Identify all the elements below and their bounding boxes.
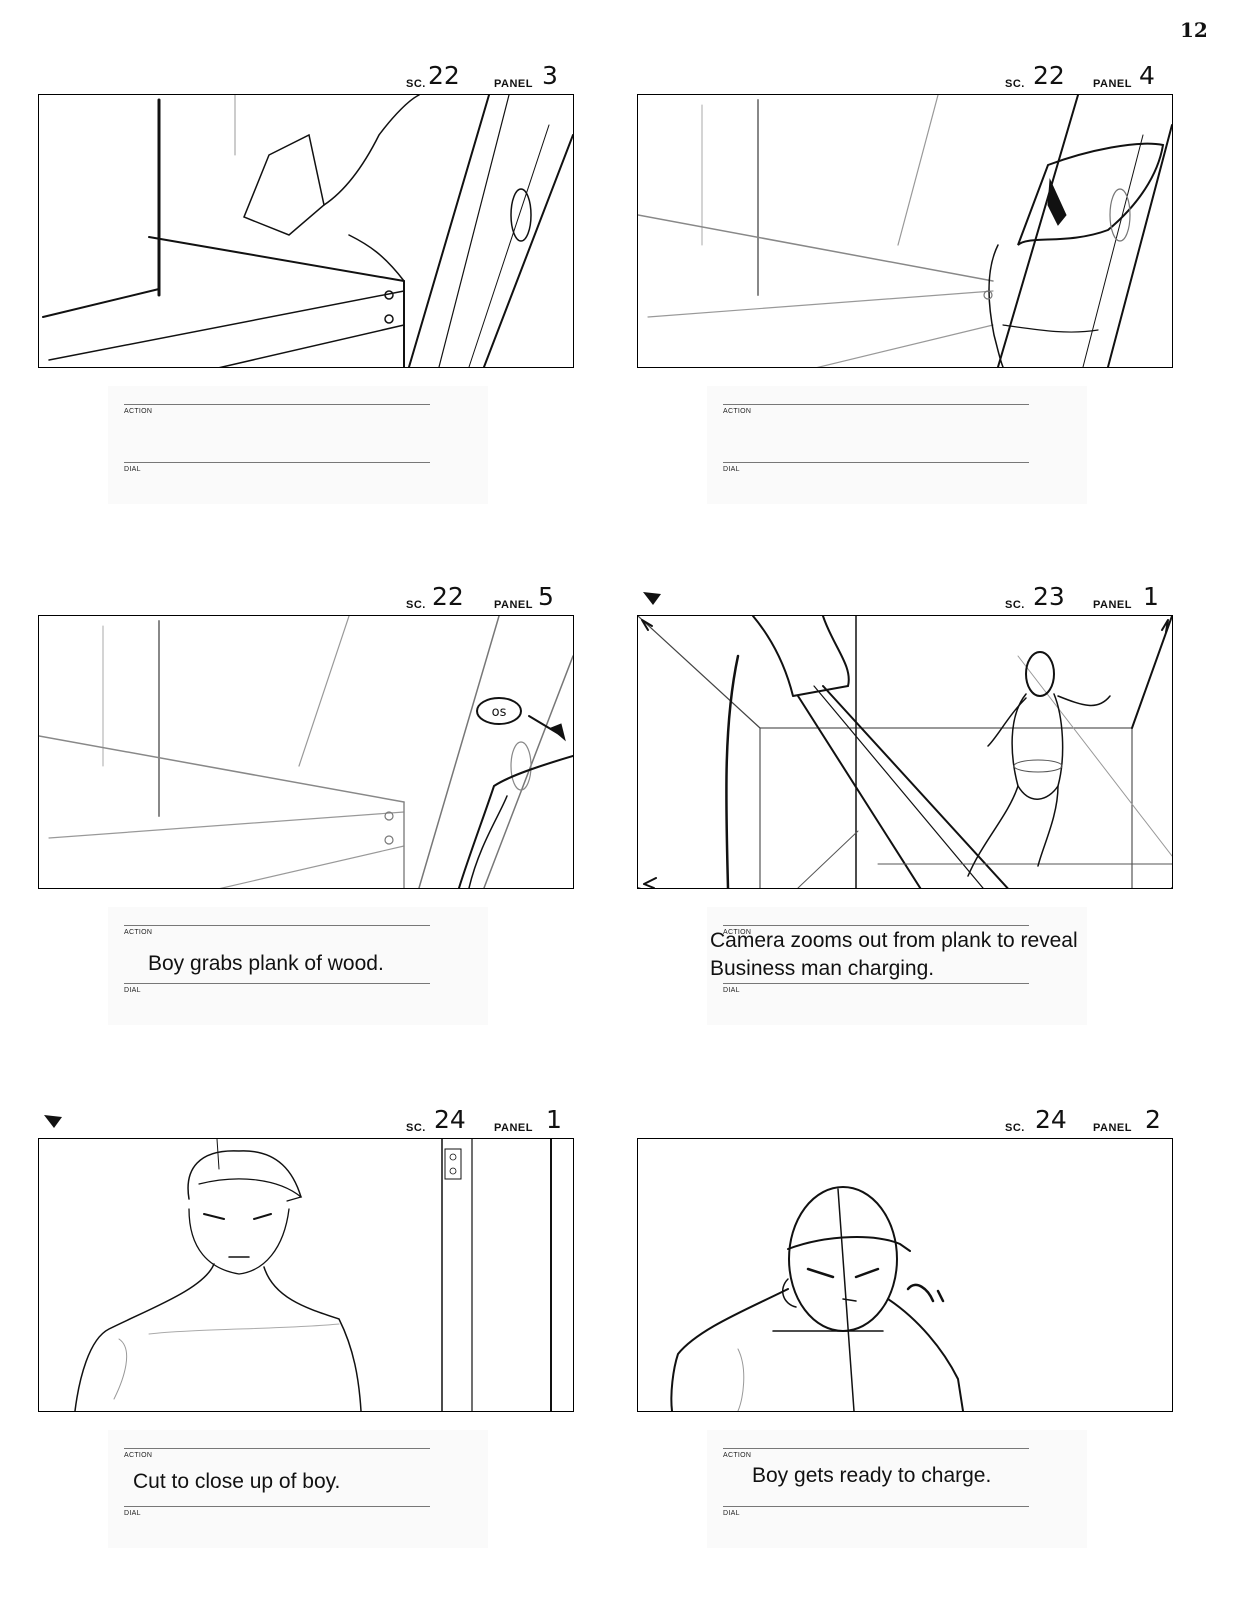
panel-number: 2 [1145,1105,1161,1134]
dialogue-line [124,462,430,463]
camera-marker-icon [44,1115,62,1128]
notes-area: ACTION DIAL [108,386,488,504]
action-text: Boy grabs plank of wood. [148,952,384,975]
action-line [124,1448,430,1449]
dialogue-label: DIAL [124,466,141,473]
scene-label: SC. [406,78,426,90]
scene-label: SC. [406,599,426,611]
dialogue-line [723,983,1029,984]
scene-number: 22 [1033,61,1065,90]
sketch-drawing: os [39,616,573,888]
panel-label: PANEL [494,1122,533,1134]
sketch-drawing [638,95,1172,367]
sketch-frame [637,1138,1173,1412]
panel-label: PANEL [1093,78,1132,90]
dialogue-line [124,983,430,984]
sketch-frame: os [38,615,574,889]
camera-marker-icon [643,592,661,605]
sketch-frame [38,94,574,368]
panel-header: SC. 24 PANEL 2 [637,1105,1173,1138]
sketch-drawing [638,616,1172,888]
scene-label: SC. [1005,599,1025,611]
notes-area: ACTION DIAL [707,386,1087,504]
action-label: ACTION [723,1452,752,1459]
scene-label: SC. [406,1122,426,1134]
panel-number: 3 [542,61,558,90]
panel-header: SC. 24 PANEL 1 [38,1105,574,1138]
scene-number: 24 [434,1105,466,1134]
panel-label: PANEL [1093,599,1132,611]
action-line [124,404,430,405]
panel-header: SC. 23 PANEL 1 [637,582,1173,615]
dialogue-label: DIAL [723,1510,740,1517]
panel-number: 5 [538,582,554,611]
scene-number: 22 [432,582,464,611]
scene-label: SC. [1005,1122,1025,1134]
action-label: ACTION [124,929,153,936]
action-text: Cut to close up of boy. [133,1470,341,1493]
notes-area: ACTION Cut to close up of boy. DIAL [108,1430,488,1548]
action-label: ACTION [723,408,752,415]
dialogue-line [124,1506,430,1507]
panel-number: 1 [1143,582,1159,611]
dialogue-line [723,1506,1029,1507]
offscreen-annotation: os [492,705,507,720]
panel-header: SC. 22 PANEL 4 [637,61,1173,94]
notes-area: ACTION Boy gets ready to charge. DIAL [707,1430,1087,1548]
panel-number: 1 [546,1105,562,1134]
sketch-frame [637,615,1173,889]
action-text-line-1: Camera zooms out from plank to reveal [710,929,1078,952]
dialogue-line [723,462,1029,463]
action-line [723,1448,1029,1449]
page-number: 12 [1180,18,1208,42]
scene-number: 24 [1035,1105,1067,1134]
notes-area: ACTION Boy grabs plank of wood. DIAL [108,907,488,1025]
panel-number: 4 [1139,61,1155,90]
scene-number: 23 [1033,582,1065,611]
sketch-frame [637,94,1173,368]
dialogue-label: DIAL [124,987,141,994]
scene-number: 22 [428,61,460,90]
sketch-drawing [42,95,573,367]
panel-header: SC. 22 PANEL 3 [38,61,574,94]
scene-label: SC. [1005,78,1025,90]
action-line [723,925,1029,926]
dialogue-label: DIAL [723,987,740,994]
panel-label: PANEL [1093,1122,1132,1134]
action-label: ACTION [723,929,752,936]
sketch-frame [38,1138,574,1412]
notes-area: ACTION Camera zooms out from plank to re… [707,907,1087,1025]
panel-label: PANEL [494,599,533,611]
action-text-line-2: Business man charging. [710,957,935,980]
panel-label: PANEL [494,78,533,90]
sketch-drawing [670,1186,964,1411]
dialogue-label: DIAL [124,1510,141,1517]
sketch-drawing [74,1139,552,1411]
action-label: ACTION [124,1452,153,1459]
panel-header: SC. 22 PANEL 5 [38,582,574,615]
action-line [124,925,430,926]
dialogue-label: DIAL [723,466,740,473]
action-label: ACTION [124,408,153,415]
action-line [723,404,1029,405]
action-text: Boy gets ready to charge. [752,1464,992,1487]
